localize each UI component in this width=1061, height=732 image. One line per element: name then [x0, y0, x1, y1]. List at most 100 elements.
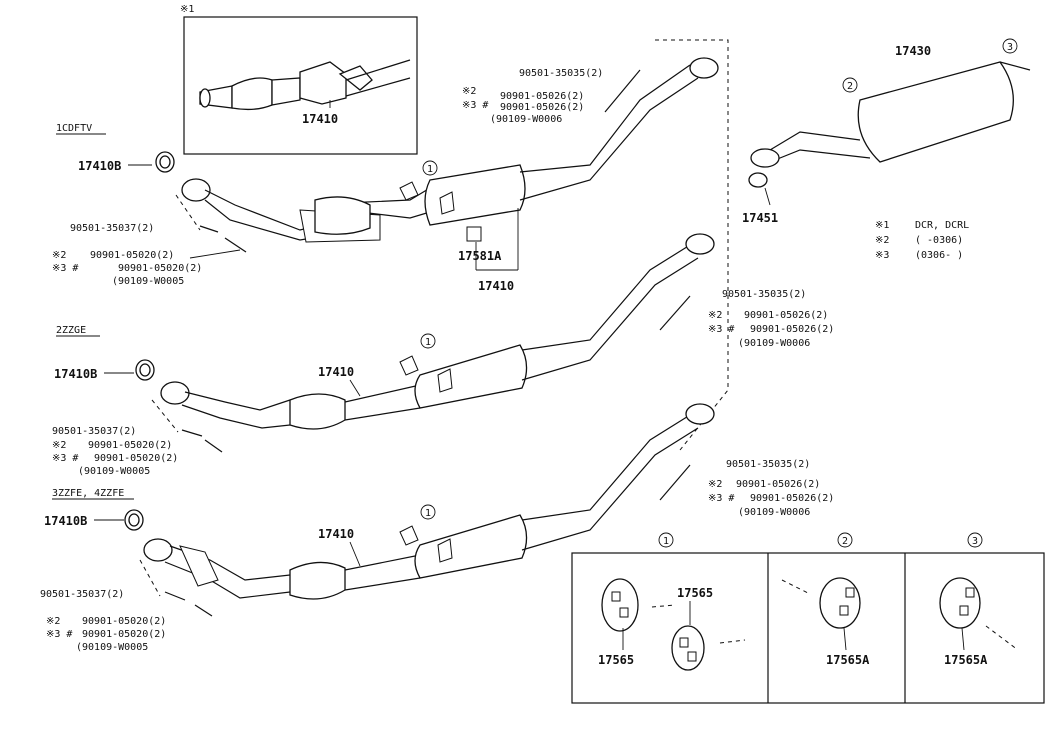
hanger-callout-1 [658, 532, 674, 548]
row1-mark2: ※2 [52, 250, 66, 261]
row1-converter [314, 196, 371, 235]
row2-mark2b: ※2 [708, 310, 722, 321]
row3-exhaust-assembly: 17410B 1 17410 90501-35037(2) ※2 90901-0… [40, 403, 834, 653]
legend-text-2: ( -0306) [915, 235, 963, 246]
row3-mark3: ※3 # [46, 629, 72, 640]
row1-bolt-b-label-2: 90901-05026(2) [500, 91, 584, 102]
row3-spring-b-label: 90501-35035(2) [726, 459, 810, 470]
hanger-callout-2 [837, 532, 853, 548]
hanger-17565-a [601, 578, 639, 632]
hanger-17565a-3 [939, 577, 981, 629]
legend-text-3: (0306- ) [915, 250, 963, 261]
row3-spring-label: 90501-35037(2) [40, 589, 124, 600]
row2-converter [289, 393, 346, 430]
hanger-callout-3 [967, 532, 983, 548]
row1-flange [181, 178, 211, 202]
hanger-detail-box: 1 2 3 17565 17565 17565A 17565A [571, 532, 1045, 704]
row3-bolt-b-label-2: 90901-05026(2) [736, 479, 820, 490]
svg-text:2: 2 [847, 81, 853, 92]
hanger-17565a-label-3: 17565A [944, 653, 988, 667]
row2-callout-1 [420, 333, 436, 349]
rear-gasket-label: 17451 [742, 211, 778, 225]
rear-muffler-assembly: 17430 3 2 17451 [742, 38, 1031, 225]
legend-mark-2: ※2 [875, 235, 889, 246]
row2-bolt-note: (90109-W0005 [78, 466, 150, 477]
row1-bolt-note: (90109-W0005 [112, 276, 184, 287]
row2-bolt-b-note: (90109-W0006 [738, 338, 810, 349]
row2-muffler [414, 344, 528, 409]
legend-text-1: DCR, DCRL [915, 220, 969, 231]
hanger-17565-label-b: 17565 [677, 586, 713, 600]
row3-bolt-b-note: (90109-W0006 [738, 507, 810, 518]
row2-bolt-label-2: 90901-05020(2) [88, 440, 172, 451]
svg-text:3: 3 [1007, 42, 1013, 53]
row3-mark2b: ※2 [708, 479, 722, 490]
row1-mark3b: ※3 # [462, 100, 488, 111]
row3-flange [143, 538, 173, 562]
row2-gasket-label: 17410B [54, 367, 97, 381]
row3-part-17410-label: 17410 [318, 527, 354, 541]
row3-bolt-b-label-3: 90901-05026(2) [750, 493, 834, 504]
row3-bolt-label-3: 90901-05020(2) [82, 629, 166, 640]
row2-exhaust-assembly: 17410B 1 17410 90501-35037(2) ※2 90901-0… [52, 233, 834, 477]
hanger-box-frame [571, 552, 1045, 704]
legend-mark-3: ※3 [875, 250, 889, 261]
hanger-17565-label-a: 17565 [598, 653, 634, 667]
row1-part-17410-label: 17410 [478, 279, 514, 293]
inset-box: ※1 17410 [180, 4, 418, 155]
svg-text:1: 1 [425, 508, 431, 519]
row1-rear-flange [689, 57, 719, 79]
row1-bolt-label-3: 90901-05020(2) [118, 263, 202, 274]
rear-gasket [748, 172, 768, 188]
row1-part-17581a-label: 17581A [458, 249, 502, 263]
row2-bolt-b-label-2: 90901-05026(2) [744, 310, 828, 321]
row2-mark3b: ※3 # [708, 324, 734, 335]
inset-pipe-drawing [199, 59, 411, 111]
row3-mark2: ※2 [46, 616, 60, 627]
row1-part-17581a-block [466, 226, 482, 242]
rear-muffler-body [857, 61, 1014, 163]
row2-spring-label: 90501-35037(2) [52, 426, 136, 437]
hanger-17565a-2 [819, 577, 861, 629]
callout-3-top [1002, 38, 1018, 54]
row1-muffler [424, 164, 526, 226]
row2-mark2: ※2 [52, 440, 66, 451]
row1-gasket-label: 17410B [78, 159, 121, 173]
row1-callout-1 [422, 160, 438, 176]
separator-dashed-line [655, 39, 729, 451]
svg-text:1: 1 [425, 337, 431, 348]
inset-frame [183, 16, 418, 155]
row2-part-17410-label: 17410 [318, 365, 354, 379]
row2-mark3: ※3 # [52, 453, 78, 464]
inset-mark: ※1 [180, 4, 194, 15]
engine-label-1cdftv: 1CDFTV [56, 123, 92, 134]
row1-bolt-b-note: (90109-W0006 [490, 114, 562, 125]
rear-muffler-flange [750, 148, 780, 168]
row2-rear-flange [685, 233, 715, 255]
row1-bolt-b-label-3: 90901-05026(2) [500, 102, 584, 113]
row3-gasket-label: 17410B [44, 514, 87, 528]
row1-spring-label: 90501-35037(2) [70, 223, 154, 234]
row2-flange [160, 381, 190, 405]
row1-spring-b-label: 90501-35035(2) [519, 68, 603, 79]
legend: ※1 DCR, DCRL ※2 ( -0306) ※3 (0306- ) [875, 220, 969, 261]
row1-mark2b: ※2 [462, 86, 476, 97]
row3-callout-1 [420, 504, 436, 520]
inset-part-label: 17410 [302, 112, 338, 126]
engine-label-3zzfe-4zzfe: 3ZZFE, 4ZZFE [52, 488, 124, 499]
svg-text:1: 1 [427, 164, 433, 175]
row3-muffler [414, 514, 528, 579]
row3-manifold-shield [179, 545, 219, 587]
row2-spring-b-label: 90501-35035(2) [722, 289, 806, 300]
row2-bolt-label-3: 90901-05020(2) [94, 453, 178, 464]
svg-text:2: 2 [842, 536, 848, 547]
row2-bolt-b-label-3: 90901-05026(2) [750, 324, 834, 335]
callout-2-top [842, 77, 858, 93]
row1-exhaust-assembly: 17410B 1 17581A 17410 90501-35037(2) ※2 … [52, 57, 719, 293]
svg-text:1: 1 [663, 536, 669, 547]
svg-text:3: 3 [972, 536, 978, 547]
row3-bolt-label-2: 90901-05020(2) [82, 616, 166, 627]
rear-muffler-label: 17430 [895, 44, 931, 58]
row1-bolt-label-2: 90901-05020(2) [90, 250, 174, 261]
